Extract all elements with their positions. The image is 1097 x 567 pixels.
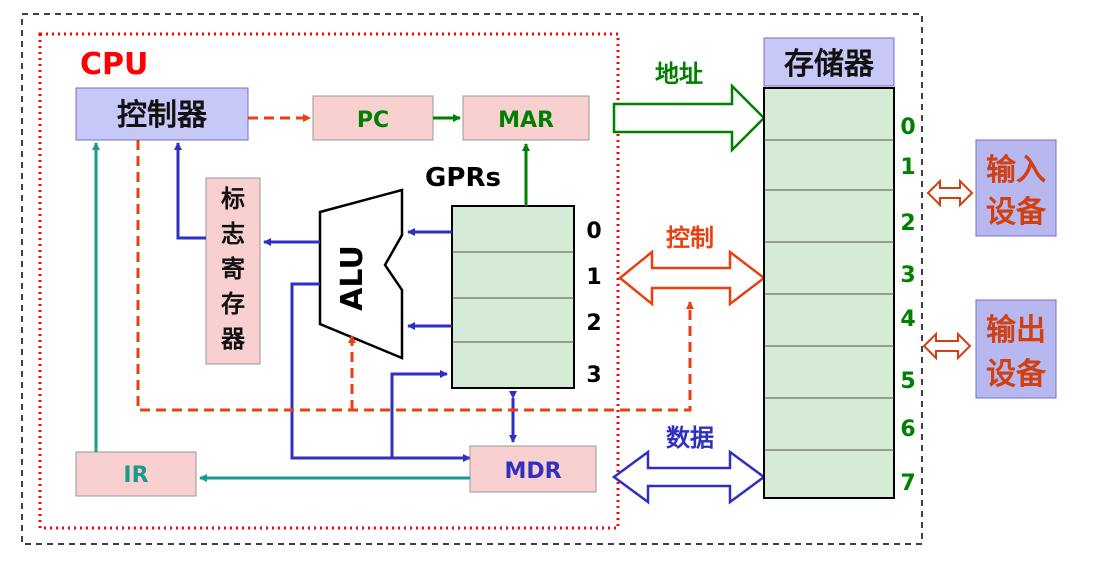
flags-char: 标 — [221, 185, 245, 213]
flags-to-controller-arrow — [174, 142, 206, 240]
flags-char: 寄 — [221, 255, 245, 283]
gpr-index: 2 — [586, 311, 601, 336]
alu-label: ALU — [335, 245, 370, 311]
output-device-label-line2: 设备 — [986, 357, 1047, 392]
controller-box — [75, 87, 249, 141]
memory-index: 2 — [900, 211, 915, 236]
output-device-arrow — [922, 331, 972, 361]
alu-shape — [318, 188, 404, 360]
input-device-box — [975, 139, 1057, 237]
cpu-label: CPU — [80, 47, 148, 82]
control-signal-line — [136, 140, 694, 412]
ir-label: IR — [123, 463, 148, 488]
control-bus-arrow — [618, 249, 767, 307]
gpr-index: 1 — [586, 265, 601, 290]
pc-label: PC — [357, 108, 389, 133]
memory-index: 7 — [900, 471, 915, 496]
input-device-arrow — [926, 178, 974, 208]
memory-index: 4 — [900, 307, 915, 332]
memory-label: 存储器 — [784, 47, 875, 82]
flags-char: 志 — [221, 220, 245, 248]
data-bus-label: 数据 — [666, 424, 714, 452]
mdr-to-gpr-arrow — [390, 370, 448, 458]
address-bus-label: 地址 — [655, 60, 703, 88]
mdr-register — [469, 445, 597, 493]
cpu-boundary — [38, 32, 620, 530]
mar-label: MAR — [498, 108, 554, 133]
input-device-label-line2: 设备 — [986, 195, 1047, 230]
gpr-index: 0 — [586, 219, 601, 244]
input-device-label-line1: 输入 — [986, 153, 1046, 188]
address-bus-arrow — [612, 82, 766, 154]
control-bus-label: 控制 — [666, 224, 714, 252]
output-device-box — [975, 299, 1057, 399]
memory-index: 6 — [900, 417, 915, 442]
memory-index: 5 — [900, 369, 915, 394]
memory-index: 1 — [900, 155, 915, 180]
mar-register — [462, 95, 590, 141]
memory-label-box — [763, 37, 895, 87]
mdr-label: MDR — [504, 459, 561, 484]
gprs-block — [451, 205, 575, 389]
ir-register — [75, 451, 197, 497]
output-device-label-line1: 输出 — [986, 313, 1046, 348]
memory-index: 3 — [900, 263, 915, 288]
alu-output-line — [290, 282, 471, 462]
gprs-label: GPRs — [425, 163, 501, 193]
memory-index: 0 — [900, 115, 915, 140]
flags-char: 存 — [221, 290, 245, 318]
memory-block — [763, 87, 895, 499]
controller-label: 控制器 — [117, 98, 208, 133]
pc-register — [312, 95, 434, 141]
flags-register — [205, 177, 261, 365]
gpr-index: 3 — [586, 363, 601, 388]
data-bus-arrow — [611, 449, 767, 505]
flags-char: 器 — [220, 325, 246, 353]
